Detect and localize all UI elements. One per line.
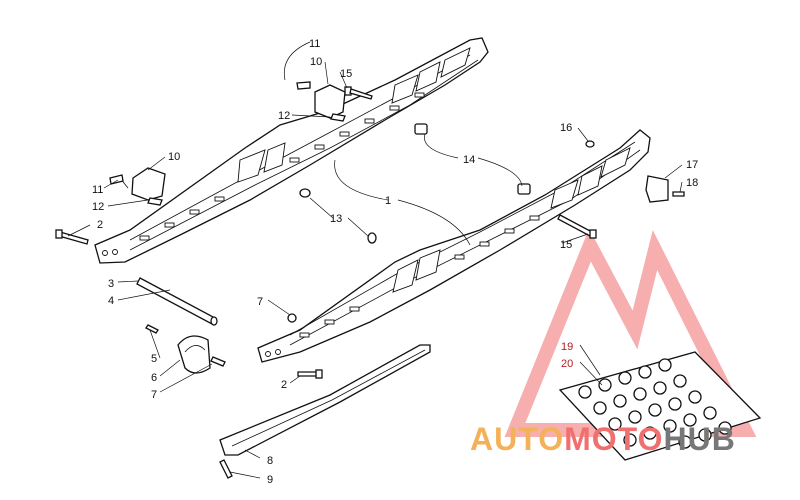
- callout-10-top: 10: [310, 56, 322, 68]
- callout-12-top: 12: [278, 110, 290, 122]
- callout-8: 8: [267, 455, 273, 467]
- callout-17: 17: [686, 159, 698, 171]
- disc-guard: [177, 335, 211, 374]
- callout-1: 1: [385, 195, 391, 207]
- callout-11-top: 11: [309, 38, 320, 50]
- callout-7-top: 7: [257, 296, 263, 308]
- watermark-auto: AUTO: [470, 421, 564, 457]
- upper-rail-holes: [102, 92, 425, 256]
- callout-6: 6: [151, 372, 157, 384]
- mount-block-top: [296, 81, 346, 122]
- callout-15-right: 15: [560, 239, 572, 251]
- callout-14: 14: [463, 154, 475, 166]
- callout-5: 5: [151, 353, 157, 365]
- callout-19: 19: [561, 341, 573, 353]
- lower-rail-holes: [265, 215, 540, 357]
- callout-15-top: 15: [340, 68, 352, 80]
- track-clip-set: [558, 351, 762, 461]
- cross-shaft: [136, 277, 218, 326]
- callout-2-left: 2: [97, 219, 103, 231]
- callout-labels: 1 2 2 3 4 5 6 7 7 8 9 10 10 11 11 12 12 …: [92, 38, 698, 486]
- callout-11-left: 11: [92, 184, 103, 196]
- callout-20: 20: [561, 358, 573, 370]
- callout-12-left: 12: [92, 201, 104, 213]
- callout-16: 16: [560, 122, 572, 134]
- lower-rail: [257, 129, 651, 363]
- mount-block-left: [109, 167, 166, 206]
- hardware: [55, 86, 685, 479]
- callout-9: 9: [267, 474, 273, 486]
- watermark-moto: MOTO: [564, 421, 663, 457]
- slide-runner: [219, 344, 431, 456]
- callout-7-lower: 7: [151, 389, 157, 401]
- upper-rail: [94, 37, 489, 264]
- watermark-hub: HUB: [663, 421, 735, 457]
- leader-lines: [67, 41, 683, 479]
- callout-18: 18: [686, 177, 698, 189]
- callout-2-lower: 2: [281, 379, 287, 391]
- track-clips: [578, 358, 732, 449]
- callout-3: 3: [108, 278, 114, 290]
- callout-13: 13: [330, 213, 342, 225]
- callout-10-left: 10: [168, 151, 180, 163]
- watermark-text: AUTOMOTOHUB: [470, 421, 736, 457]
- callout-4: 4: [108, 295, 114, 307]
